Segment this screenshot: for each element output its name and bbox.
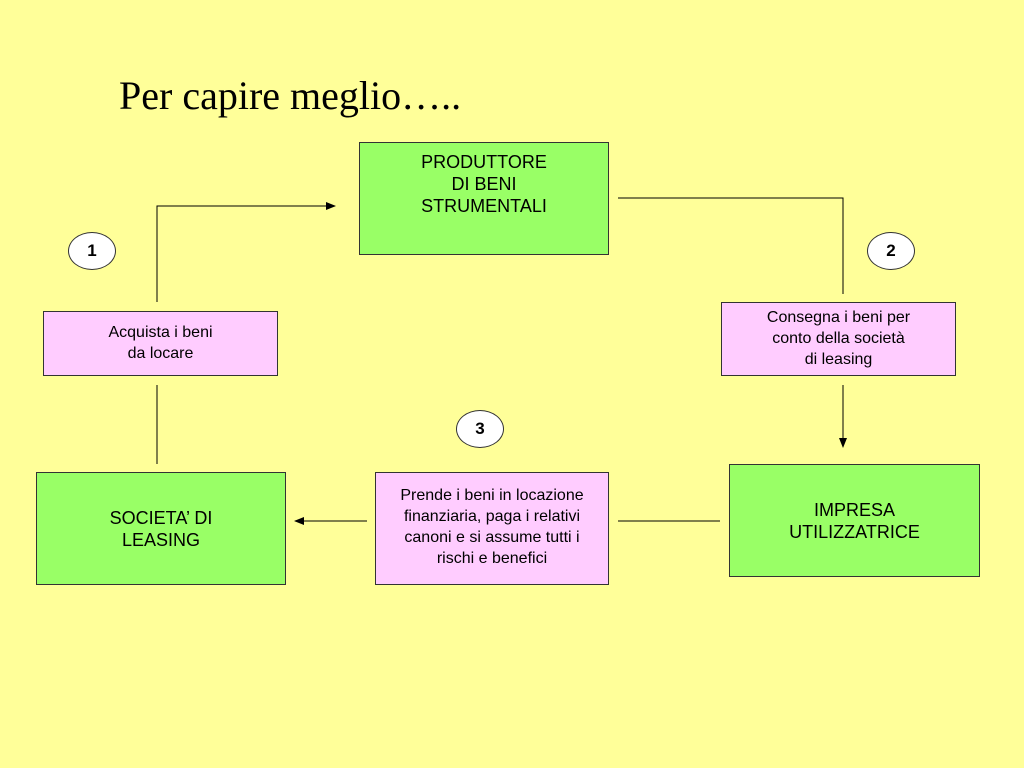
prende-beni-locazione-box: Prende i beni in locazione finanziaria, … [375,472,609,585]
step-1-badge: 1 [68,232,116,270]
impresa-utilizzatrice-box: IMPRESA UTILIZZATRICE [729,464,980,577]
acquista-beni-box: Acquista i beni da locare [43,311,278,376]
societa-di-leasing-box: SOCIETA’ DI LEASING [36,472,286,585]
slide-title: Per capire meglio….. [119,73,462,118]
connector-acquista-produttore [156,202,336,302]
step-3-badge: 3 [456,410,504,448]
connector-produttore-consegna [618,197,844,294]
produttore-beni-strumentali-box: PRODUTTORE DI BENI STRUMENTALI [359,142,609,255]
consegna-beni-box: Consegna i beni per conto della società … [721,302,956,376]
step-2-badge: 2 [867,232,915,270]
